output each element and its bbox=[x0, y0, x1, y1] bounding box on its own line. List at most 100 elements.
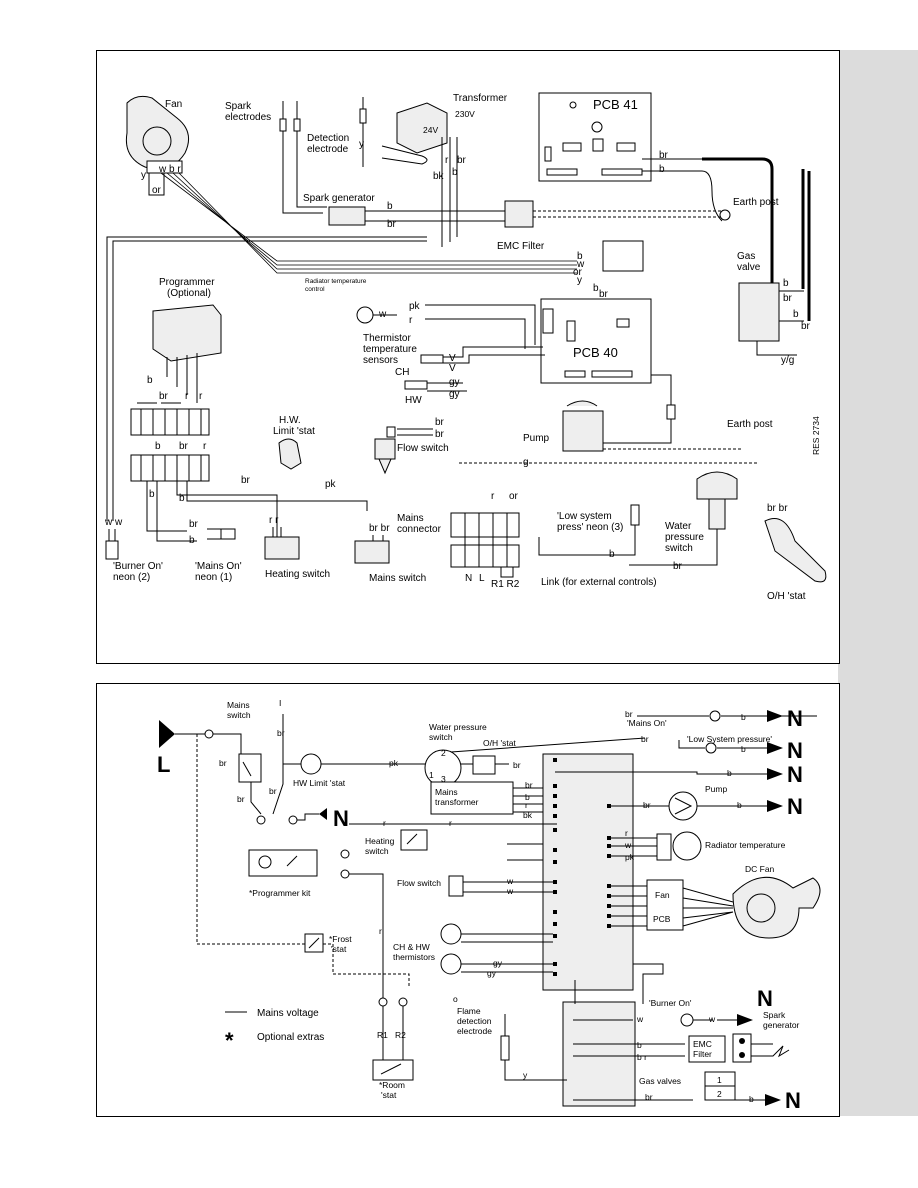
th-gy2-label: gy bbox=[487, 968, 497, 978]
hs-r2-label: r bbox=[449, 818, 452, 828]
tb-b2-label: b bbox=[149, 489, 155, 500]
mt-r-label: r bbox=[525, 800, 528, 810]
wps-br-label: br bbox=[673, 561, 683, 572]
gv-br2-label: br bbox=[801, 321, 811, 332]
hw-limit-stat bbox=[278, 438, 302, 470]
tb-br-label: br bbox=[179, 441, 189, 452]
gas-valve-box bbox=[738, 282, 780, 342]
spark-generator-box bbox=[328, 206, 366, 226]
tb-r-label: r bbox=[203, 441, 207, 452]
rad-r-label: r bbox=[409, 315, 413, 326]
earth-post-label: Earth post bbox=[733, 197, 779, 208]
programmer-box bbox=[152, 304, 222, 362]
heating-switch-label: Heating switch bbox=[265, 569, 330, 580]
pcb41-board bbox=[538, 92, 652, 182]
radiator-temp-label: Radiator temperature bbox=[705, 840, 786, 850]
pcb40-board bbox=[540, 298, 652, 384]
hw-thermistor-icon bbox=[440, 953, 462, 975]
pump-br-label: br bbox=[643, 800, 651, 810]
hw-limit-stat-icon bbox=[300, 753, 322, 775]
fs-br2-label: br bbox=[435, 429, 445, 440]
mc-or-label: or bbox=[509, 491, 519, 502]
ch-thermistor-icon bbox=[440, 923, 462, 945]
mains-on-label: 'Mains On' bbox=[627, 718, 667, 728]
lsn-b-label: b bbox=[609, 549, 615, 560]
tb-br2-label: br bbox=[241, 475, 251, 486]
emc2-b-label: b bbox=[577, 251, 583, 262]
rad-w-label: w bbox=[378, 309, 387, 320]
emc-filter-box bbox=[504, 200, 534, 228]
pcb41-br-label: br bbox=[659, 150, 669, 161]
flow-switch-label: Flow switch bbox=[397, 443, 449, 454]
lsp-b-label: b bbox=[741, 744, 746, 754]
pump-icon bbox=[668, 791, 698, 821]
control-board bbox=[542, 753, 634, 991]
wps-2: 2 bbox=[441, 748, 446, 758]
rad-pk-label: pk bbox=[625, 852, 635, 862]
transformer-label: Transformer bbox=[453, 93, 508, 104]
mains-on-neon-icon bbox=[709, 710, 721, 722]
wps-1: 1 bbox=[429, 770, 434, 780]
pcb-label: PCB bbox=[653, 914, 671, 924]
gas-valves-label: Gas valves bbox=[639, 1076, 681, 1086]
fd-y-label: y bbox=[523, 1070, 528, 1080]
mt-br-label: br bbox=[525, 780, 533, 790]
dc-fan-icon bbox=[732, 876, 821, 939]
gv-b2-label: b bbox=[793, 309, 799, 320]
fan-label: Fan bbox=[165, 99, 182, 110]
pcb41-b-label: b bbox=[659, 164, 665, 175]
frost-stat-label: *Frost'stat bbox=[329, 934, 352, 954]
hw-label: HW bbox=[405, 395, 422, 406]
bo-w-label: w bbox=[708, 1014, 716, 1024]
mains-on-b-label: b bbox=[741, 712, 746, 722]
oh-stat-body bbox=[764, 518, 827, 583]
flow-switch-icon bbox=[448, 875, 464, 897]
n-label-6: N bbox=[757, 986, 773, 1011]
burner-on-neon-icon bbox=[680, 1013, 694, 1027]
ch-v2-label: V bbox=[449, 363, 456, 374]
mc-n-label: N bbox=[465, 573, 472, 584]
ms-br2-label: br bbox=[277, 728, 285, 738]
hw-pk-label: pk bbox=[389, 758, 399, 768]
mc-l-label: L bbox=[479, 573, 485, 584]
emc-filter-label: EMC Filter bbox=[497, 241, 545, 252]
tb-pk-label: pk bbox=[325, 479, 337, 490]
mains-voltage-label: Mains voltage bbox=[257, 1008, 319, 1019]
heating-switch-body bbox=[264, 536, 300, 560]
prog-br-label: br bbox=[159, 391, 169, 402]
mc-r1r2-label: R1 R2 bbox=[491, 579, 520, 590]
burner-ww-label: w w bbox=[104, 517, 123, 528]
mains-switch-body bbox=[354, 540, 390, 564]
transformer-component bbox=[381, 102, 448, 165]
n-label-4: N bbox=[787, 738, 803, 763]
oh-stat-icon bbox=[472, 755, 496, 775]
dc-fan-label: DC Fan bbox=[745, 864, 775, 874]
hw-limit-label: HW Limit 'stat bbox=[293, 778, 346, 788]
fan-pcb-box bbox=[646, 879, 684, 931]
tb-b-label: b bbox=[155, 441, 161, 452]
ch-v-label: V bbox=[449, 353, 456, 364]
room-stat-icon bbox=[372, 1059, 414, 1081]
hw-limit-label: H.W.Limit 'stat bbox=[273, 415, 315, 437]
prog-r-label: r bbox=[379, 926, 382, 936]
heating-switch-icon bbox=[400, 829, 428, 851]
pump-label: Pump bbox=[705, 784, 727, 794]
flow-switch-body bbox=[374, 438, 396, 475]
gv-yg-label: y/g bbox=[781, 355, 794, 366]
gv-2-label: 2 bbox=[717, 1089, 722, 1099]
trans-b-label: b bbox=[452, 167, 458, 178]
board-b-label: b bbox=[727, 768, 732, 778]
pump-label: Pump bbox=[523, 433, 550, 444]
